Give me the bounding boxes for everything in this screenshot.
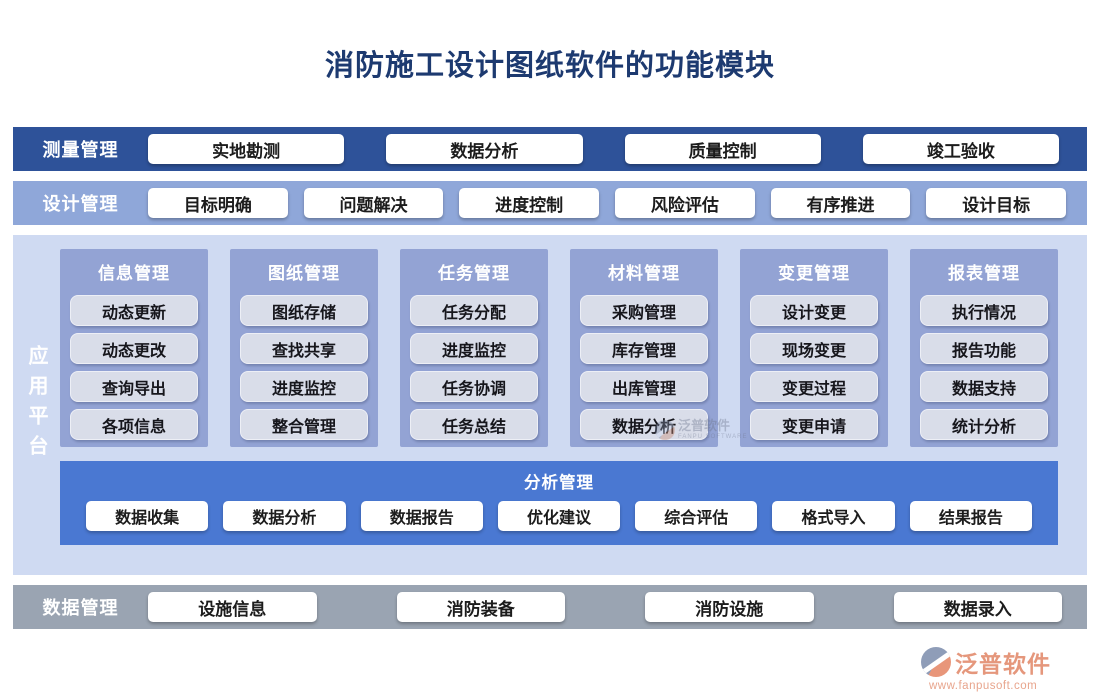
design-band-label: 设计管理 bbox=[42, 194, 119, 214]
data-button-fire-equipment[interactable]: 消防装备 bbox=[396, 592, 565, 622]
design-button-design-goal[interactable]: 设计目标 bbox=[926, 188, 1067, 218]
page-title: 消防施工设计图纸软件的功能模块 bbox=[324, 50, 775, 82]
drawing-button-search-share[interactable]: 查找共享 bbox=[240, 333, 368, 364]
material-button-data-analysis[interactable]: 数据分析 bbox=[580, 409, 708, 440]
platform-label: 应用平台 bbox=[25, 345, 47, 465]
data-button-data-entry[interactable]: 数据录入 bbox=[893, 592, 1062, 622]
analysis-band-buttons: 数据收集 数据分析 数据报告 优化建议 综合评估 格式导入 结果报告 bbox=[60, 501, 1058, 531]
brand-url: www.fanpusoft.com bbox=[929, 680, 1038, 692]
info-button-dynamic-change[interactable]: 动态更改 bbox=[70, 333, 198, 364]
column-title: 任务管理 bbox=[438, 264, 510, 283]
report-button-statistical-analysis[interactable]: 统计分析 bbox=[920, 409, 1048, 440]
data-button-fire-facilities[interactable]: 消防设施 bbox=[645, 592, 814, 622]
analysis-band: 分析管理 数据收集 数据分析 数据报告 优化建议 综合评估 格式导入 结果报告 bbox=[60, 461, 1058, 545]
analysis-button-comprehensive-evaluation[interactable]: 综合评估 bbox=[635, 501, 758, 531]
analysis-button-data-report[interactable]: 数据报告 bbox=[360, 501, 483, 531]
drawing-button-progress-monitor[interactable]: 进度监控 bbox=[240, 371, 368, 402]
design-button-problem-solving[interactable]: 问题解决 bbox=[303, 188, 444, 218]
survey-button-field-survey[interactable]: 实地勘测 bbox=[148, 134, 345, 164]
column-task-management: 任务管理 任务分配 进度监控 任务协调 任务总结 bbox=[400, 249, 548, 447]
info-button-dynamic-update[interactable]: 动态更新 bbox=[70, 295, 198, 326]
application-platform: 应用平台 信息管理 动态更新 动态更改 查询导出 各项信息 图纸管理 图纸存储 … bbox=[13, 235, 1087, 575]
change-button-change-process[interactable]: 变更过程 bbox=[750, 371, 878, 402]
platform-columns: 信息管理 动态更新 动态更改 查询导出 各项信息 图纸管理 图纸存储 查找共享 … bbox=[60, 249, 1058, 447]
material-button-outbound[interactable]: 出库管理 bbox=[580, 371, 708, 402]
design-button-orderly-advance[interactable]: 有序推进 bbox=[770, 188, 911, 218]
survey-band-buttons: 实地勘测 数据分析 质量控制 竣工验收 bbox=[148, 134, 1087, 164]
material-button-inventory[interactable]: 库存管理 bbox=[580, 333, 708, 364]
info-button-query-export[interactable]: 查询导出 bbox=[70, 371, 198, 402]
fanpu-logo-icon bbox=[921, 647, 951, 677]
brand-name: 泛普软件 bbox=[955, 651, 1051, 677]
functional-module-diagram: 消防施工设计图纸软件的功能模块 测量管理 实地勘测 数据分析 质量控制 竣工验收… bbox=[0, 0, 1100, 629]
column-title: 变更管理 bbox=[778, 264, 850, 283]
survey-button-data-analysis[interactable]: 数据分析 bbox=[386, 134, 583, 164]
report-button-report-function[interactable]: 报告功能 bbox=[920, 333, 1048, 364]
design-band-buttons: 目标明确 问题解决 进度控制 风险评估 有序推进 设计目标 bbox=[148, 188, 1087, 218]
data-button-facility-info[interactable]: 设施信息 bbox=[148, 592, 317, 622]
column-title: 报表管理 bbox=[948, 264, 1020, 283]
data-band: 数据管理 设施信息 消防装备 消防设施 数据录入 bbox=[13, 585, 1087, 629]
change-button-site-change[interactable]: 现场变更 bbox=[750, 333, 878, 364]
analysis-band-title: 分析管理 bbox=[524, 474, 594, 492]
analysis-button-data-collection[interactable]: 数据收集 bbox=[86, 501, 209, 531]
drawing-button-storage[interactable]: 图纸存储 bbox=[240, 295, 368, 326]
analysis-button-optimization-advice[interactable]: 优化建议 bbox=[497, 501, 621, 531]
column-change-management: 变更管理 设计变更 现场变更 变更过程 变更申请 bbox=[740, 249, 888, 447]
drawing-button-integration[interactable]: 整合管理 bbox=[240, 409, 368, 440]
design-button-clear-goals[interactable]: 目标明确 bbox=[148, 188, 288, 218]
change-button-change-request[interactable]: 变更申请 bbox=[750, 409, 878, 440]
info-button-all-info[interactable]: 各项信息 bbox=[70, 409, 198, 440]
column-title: 图纸管理 bbox=[268, 264, 340, 283]
report-button-execution-status[interactable]: 执行情况 bbox=[920, 295, 1048, 326]
task-button-progress-monitor[interactable]: 进度监控 bbox=[410, 333, 538, 364]
survey-band: 测量管理 实地勘测 数据分析 质量控制 竣工验收 bbox=[13, 127, 1087, 171]
survey-button-completion-acceptance[interactable]: 竣工验收 bbox=[862, 134, 1059, 164]
material-button-procurement[interactable]: 采购管理 bbox=[580, 295, 708, 326]
analysis-button-format-import[interactable]: 格式导入 bbox=[772, 501, 895, 531]
survey-button-quality-control[interactable]: 质量控制 bbox=[624, 134, 821, 164]
column-title: 材料管理 bbox=[608, 264, 680, 283]
column-info-management: 信息管理 动态更新 动态更改 查询导出 各项信息 bbox=[60, 249, 208, 447]
column-drawing-management: 图纸管理 图纸存储 查找共享 进度监控 整合管理 bbox=[230, 249, 378, 447]
task-button-summary[interactable]: 任务总结 bbox=[410, 409, 538, 440]
change-button-design-change[interactable]: 设计变更 bbox=[750, 295, 878, 326]
analysis-button-data-analysis[interactable]: 数据分析 bbox=[223, 501, 346, 531]
data-band-buttons: 设施信息 消防装备 消防设施 数据录入 bbox=[148, 592, 1087, 622]
design-button-progress-control[interactable]: 进度控制 bbox=[459, 188, 600, 218]
design-band: 设计管理 目标明确 问题解决 进度控制 风险评估 有序推进 设计目标 bbox=[13, 181, 1087, 225]
survey-band-label: 测量管理 bbox=[42, 140, 119, 160]
column-report-management: 报表管理 执行情况 报告功能 数据支持 统计分析 bbox=[910, 249, 1058, 447]
column-title: 信息管理 bbox=[98, 264, 170, 283]
task-button-assignment[interactable]: 任务分配 bbox=[410, 295, 538, 326]
task-button-coordination[interactable]: 任务协调 bbox=[410, 371, 538, 402]
design-button-risk-assessment[interactable]: 风险评估 bbox=[615, 188, 755, 218]
data-band-label: 数据管理 bbox=[42, 598, 119, 618]
footer-brand: 泛普软件 www.fanpusoft.com bbox=[921, 645, 1086, 692]
report-button-data-support[interactable]: 数据支持 bbox=[920, 371, 1048, 402]
column-material-management: 材料管理 采购管理 库存管理 出库管理 数据分析 bbox=[570, 249, 718, 447]
analysis-button-result-report[interactable]: 结果报告 bbox=[909, 501, 1032, 531]
